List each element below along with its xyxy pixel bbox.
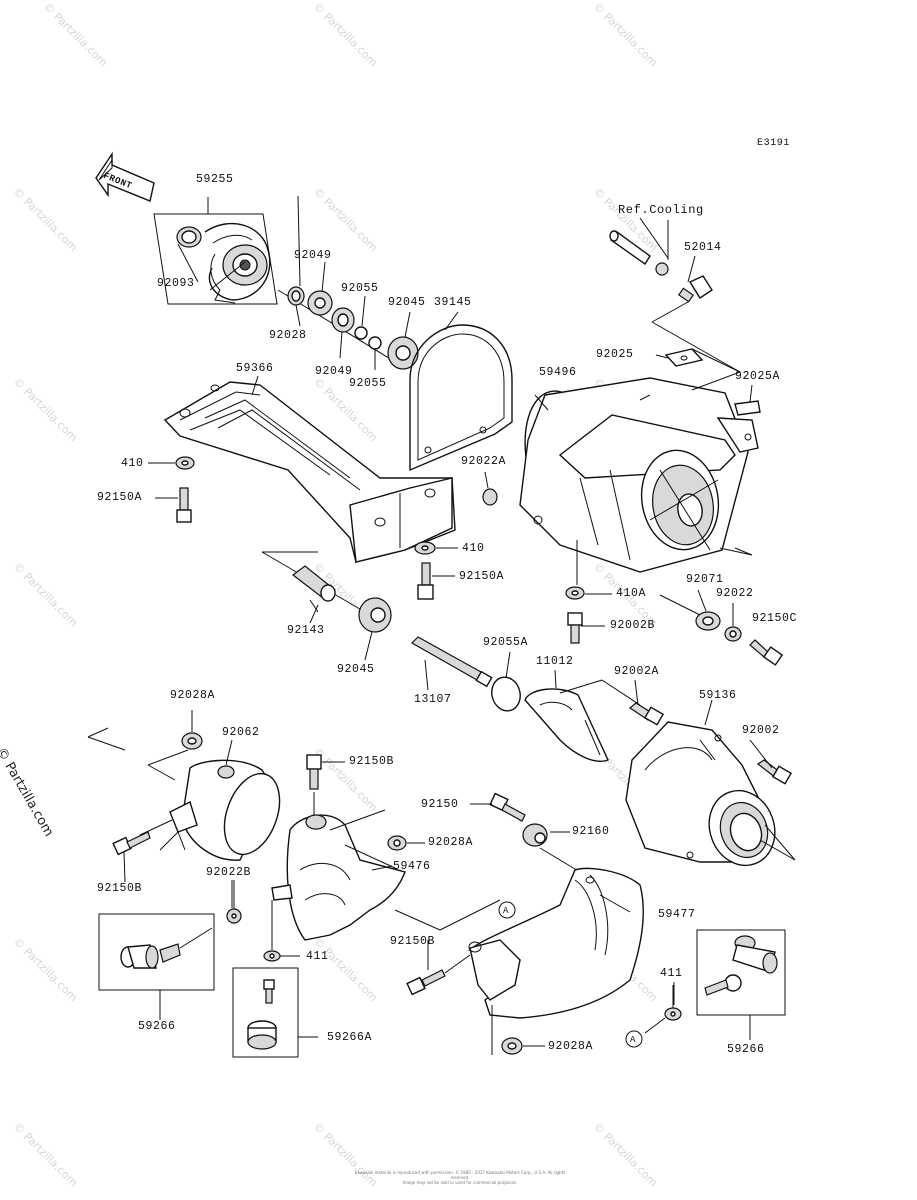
part-label[interactable]: 92049 <box>315 365 353 378</box>
reverse-bucket <box>467 867 644 1055</box>
part-label[interactable]: 92071 <box>686 573 724 586</box>
diagram-code: E3191 <box>757 138 791 149</box>
bolt-92150b-left <box>112 831 151 856</box>
bolt-92002a <box>628 702 665 726</box>
bolt-bushing <box>489 792 586 876</box>
callout-circle <box>498 901 516 919</box>
collar-bottom <box>501 1037 545 1055</box>
part-label[interactable]: 410A <box>616 587 647 600</box>
part-label[interactable]: 92002B <box>610 619 656 632</box>
cable-joint-center <box>232 967 318 1058</box>
washer-bolt-left <box>148 456 195 523</box>
part-label[interactable]: 92055 <box>349 377 387 390</box>
part-label[interactable]: 92028A <box>548 1040 594 1053</box>
part-label[interactable]: 92045 <box>337 663 375 676</box>
washers-lower-left <box>226 880 281 962</box>
washer-bolt-bottom <box>565 540 585 644</box>
part-label[interactable]: 92028A <box>170 689 216 702</box>
collar-middle <box>387 835 425 851</box>
part-label[interactable]: 92002 <box>742 724 780 737</box>
part-label[interactable]: 92028A <box>428 836 474 849</box>
callout-letter: A <box>630 1035 636 1045</box>
front-arrow-icon <box>95 151 155 202</box>
part-label[interactable]: 92150A <box>97 491 143 504</box>
part-label[interactable]: 39145 <box>434 296 472 309</box>
reverse-deflector <box>271 809 501 941</box>
ref-cooling-note: Ref.Cooling <box>618 203 704 217</box>
washer-92022a <box>482 488 498 506</box>
part-label[interactable]: 92150 <box>421 798 459 811</box>
part-label[interactable]: 92093 <box>157 277 195 290</box>
part-label[interactable]: 59266 <box>138 1020 176 1033</box>
bolt-92150b-top <box>306 754 345 816</box>
part-label[interactable]: 92150A <box>459 570 505 583</box>
part-label[interactable]: 52014 <box>684 241 722 254</box>
part-label[interactable]: 59496 <box>539 366 577 379</box>
cable-joint-left <box>98 913 215 1013</box>
part-label[interactable]: 411 <box>660 967 683 980</box>
shim-plates <box>639 348 761 416</box>
part-label[interactable]: 92049 <box>294 249 332 262</box>
part-label[interactable]: 59477 <box>658 908 696 921</box>
copyright-footer: Kawasaki material is reproduced with per… <box>350 1170 570 1185</box>
part-label[interactable]: 92022 <box>716 587 754 600</box>
collar-92028a <box>87 710 203 751</box>
part-label[interactable]: 92150B <box>390 935 436 948</box>
part-label[interactable]: 92045 <box>388 296 426 309</box>
part-label[interactable]: 92055A <box>483 636 529 649</box>
part-label[interactable]: 92150C <box>752 612 798 625</box>
part-label[interactable]: 92028 <box>269 329 307 342</box>
steering-nozzle <box>139 749 281 861</box>
part-label[interactable]: 92143 <box>287 624 325 637</box>
part-label[interactable]: 13107 <box>414 693 452 706</box>
pump-duct <box>163 381 456 563</box>
callout-letter: A <box>503 906 509 916</box>
pump-nozzle <box>625 721 796 867</box>
cooling-fitting <box>609 217 741 373</box>
pump-case <box>519 377 759 573</box>
part-label[interactable]: 92055 <box>341 282 379 295</box>
bolt-92150b-bottom <box>406 954 471 996</box>
part-label[interactable]: 59476 <box>393 860 431 873</box>
part-label[interactable]: 411 <box>306 950 329 963</box>
mount-bushing <box>659 594 784 666</box>
part-label[interactable]: 92150B <box>97 882 143 895</box>
part-label[interactable]: 59255 <box>196 173 234 186</box>
copyright-line: Kawasaki material is reproduced with per… <box>354 1170 566 1180</box>
callout-circle <box>625 1030 643 1048</box>
part-label[interactable]: 92160 <box>572 825 610 838</box>
part-label[interactable]: 92150B <box>349 755 395 768</box>
part-label[interactable]: 410 <box>462 542 485 555</box>
part-label[interactable]: 59266 <box>727 1043 765 1056</box>
part-label[interactable]: 59136 <box>699 689 737 702</box>
cable-joint-right <box>696 929 786 1040</box>
washer-bolt-center <box>414 541 458 600</box>
part-label[interactable]: 11012 <box>536 655 574 668</box>
copyright-line: Image may not be sold or used for commer… <box>402 1180 518 1185</box>
part-label[interactable]: 92025 <box>596 348 634 361</box>
washer-411-right <box>644 985 682 1034</box>
part-label[interactable]: 92022B <box>206 866 252 879</box>
leader-lines <box>123 243 773 1020</box>
part-label[interactable]: 410 <box>121 457 144 470</box>
part-label[interactable]: 92002A <box>614 665 660 678</box>
bolt-92002 <box>756 759 793 785</box>
part-label[interactable]: 92022A <box>461 455 507 468</box>
part-label[interactable]: 59366 <box>236 362 274 375</box>
impeller-cone <box>524 679 641 762</box>
part-label[interactable]: 59266A <box>327 1031 373 1044</box>
part-label[interactable]: 92062 <box>222 726 260 739</box>
collar-bearing <box>261 551 392 633</box>
shaft <box>411 636 521 712</box>
gasket <box>409 324 513 472</box>
part-label[interactable]: 92025A <box>735 370 781 383</box>
bearing-set <box>277 195 419 370</box>
